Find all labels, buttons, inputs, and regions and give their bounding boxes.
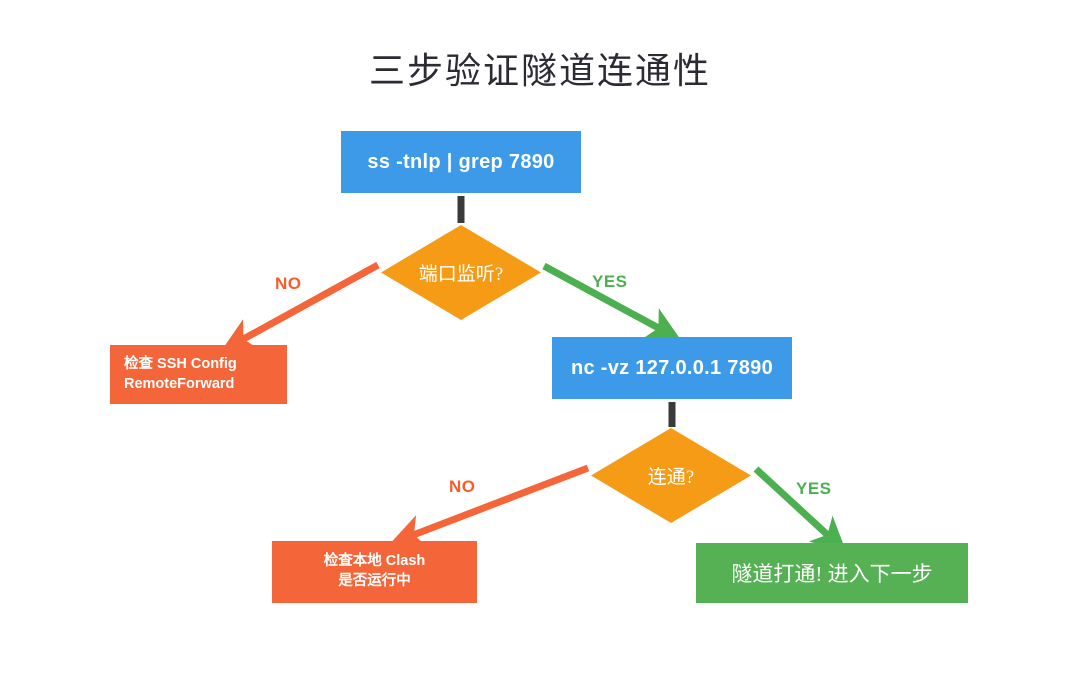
page-title: 三步验证隧道连通性 <box>368 51 711 91</box>
edge-decisionport-to-fixssh <box>220 261 380 352</box>
node-fix-ssh-text: 检查 SSH Config RemoteForward <box>124 355 237 394</box>
node-check-port-label: ss -tnlp | grep 7890 <box>367 150 555 173</box>
node-fix-ssh-line1: 检查 SSH Config <box>124 355 237 372</box>
node-decision-conn[interactable]: 连通? <box>591 428 751 523</box>
node-fix-clash-line1: 检查本地 Clash <box>323 553 426 570</box>
edge-label-yes-conn: YES <box>796 479 832 498</box>
edge-label-no-conn: NO <box>449 477 476 496</box>
node-fix-clash-text: 检查本地 Clash 是否运行中 <box>324 552 426 591</box>
edge-label-no-port: NO <box>275 274 302 293</box>
node-check-port[interactable]: ss -tnlp | grep 7890 <box>341 131 581 193</box>
node-fix-ssh[interactable]: 检查 SSH Config RemoteForward <box>110 345 287 404</box>
edge-label-yes-port: YES <box>592 272 628 291</box>
node-fix-ssh-line2: RemoteForward <box>124 375 235 392</box>
edge-decisionconn-to-fixclash <box>389 464 590 548</box>
node-decision-conn-label: 连通? <box>647 467 695 488</box>
node-fix-clash-line2: 是否运行中 <box>338 573 411 589</box>
node-decision-port-label: 端口监听? <box>418 264 504 285</box>
node-fix-clash[interactable]: 检查本地 Clash 是否运行中 <box>272 541 477 603</box>
node-decision-port[interactable]: 端口监听? <box>381 225 541 320</box>
node-success-label: 隧道打通! 进入下一步 <box>731 562 933 586</box>
node-check-conn[interactable]: nc -vz 127.0.0.1 7890 <box>552 337 792 399</box>
node-check-conn-label: nc -vz 127.0.0.1 7890 <box>571 356 773 379</box>
node-success[interactable]: 隧道打通! 进入下一步 <box>696 543 968 603</box>
